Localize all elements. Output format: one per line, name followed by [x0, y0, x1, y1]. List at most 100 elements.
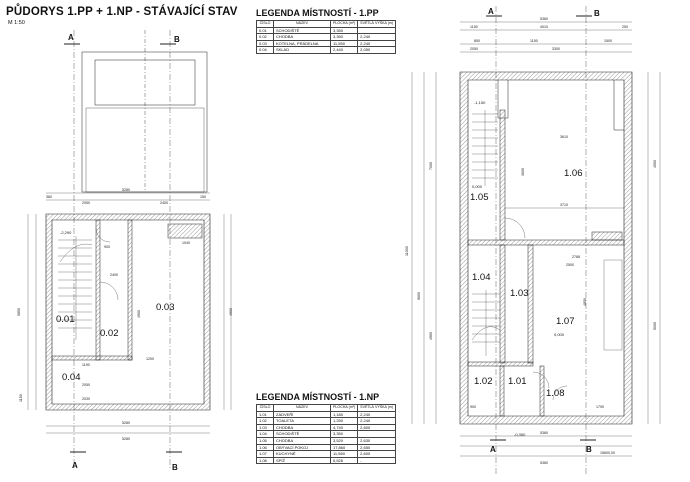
pp-stair	[58, 236, 93, 340]
plan-1np	[411, 6, 661, 476]
dim-pp-2050-b: 2050	[82, 383, 90, 387]
room-label-108: 1.08	[546, 388, 565, 399]
dim-np-3710: 3710	[560, 203, 568, 207]
level-pp: -2,290	[60, 230, 72, 235]
cell-area: 2,440	[329, 46, 359, 54]
dim-np-250: 250	[622, 25, 628, 29]
dim-pp-1040: 1040	[182, 241, 190, 245]
dim-np-bottom-2: 5360	[540, 461, 548, 465]
cell-area: 3,350	[329, 430, 359, 438]
section-mark-b-top-left: B	[174, 35, 180, 44]
cell-height: 2,630	[357, 436, 397, 445]
legend-1np: LEGENDA MÍSTNOSTÍ - 1.NP ČÍSLO NÁZEV PLO…	[256, 392, 397, 465]
dim-np-5000: 5000	[653, 322, 657, 330]
cell-num: 1.05	[256, 436, 274, 445]
cell-height	[357, 26, 397, 35]
dim-pp-900: 900	[104, 245, 110, 249]
dim-np-4965: 4965	[429, 332, 433, 340]
cell-area: 4,740	[329, 423, 359, 432]
cell-name: OBÝVACÍ POKOJ	[273, 443, 331, 452]
level-np-107: 0,000	[554, 332, 565, 337]
table-row: 0.02 CHODBA 3,350 2,240	[256, 33, 397, 41]
dim-pp-bottom: 5280	[122, 421, 130, 425]
room-label-002: 0.02	[100, 328, 119, 339]
cell-num: 0.03	[256, 39, 274, 48]
np-counter	[603, 259, 623, 351]
dim-np-3600: 3600	[521, 168, 525, 176]
np-wall-v2	[499, 244, 506, 364]
pp-upper-outline	[81, 51, 208, 193]
cell-area: 1,250	[329, 417, 359, 425]
level-np-entry: -0,350	[514, 432, 526, 437]
table-row: 1.07 KUCHYNĚ 11,560 2,600	[256, 450, 397, 458]
room-label-104: 1.04	[472, 272, 491, 283]
pp-boiler-block	[167, 223, 203, 239]
cell-area: 3,350	[329, 26, 359, 35]
dim-pp-2050: 2050	[82, 201, 90, 205]
np-wall-h2	[467, 361, 534, 367]
np-wall-h1	[467, 239, 625, 246]
legend-1pp-title: LEGENDA MÍSTNOSTÍ - 1.PP	[256, 8, 379, 18]
legend-1pp-header-row: ČÍSLO NÁZEV PLOCHA (m²) SVĚTLÁ VÝŠKA (m)	[256, 20, 397, 28]
legend-1pp: LEGENDA MÍSTNOSTÍ - 1.PP ČÍSLO NÁZEV PLO…	[256, 8, 397, 54]
dim-np-2500: 2500	[566, 263, 574, 267]
drawing-title: PŮDORYS 1.PP + 1.NP - STÁVAJÍCÍ STAV	[6, 6, 238, 18]
cell-height: 2,240	[357, 33, 397, 41]
cell-height: 2,240	[357, 39, 397, 48]
cell-num: 1.01	[256, 410, 274, 419]
np-wall-v3	[499, 365, 505, 417]
cell-area: 3,350	[329, 33, 359, 41]
room-label-107: 1.07	[556, 316, 575, 327]
pp-outer-walls	[45, 213, 211, 411]
pp-wall-1	[95, 219, 101, 361]
cell-name: KUCHYNĚ	[273, 450, 331, 458]
section-mark-a-bottom-left: A	[72, 461, 78, 470]
dim-pp-overall-top: 5280	[122, 188, 130, 192]
col-nazev: NÁZEV	[273, 20, 331, 28]
table-row: 1.06 OBÝVACÍ POKOJ 17,860 2,650	[256, 443, 397, 452]
dim-np-15600: 15600,00	[600, 451, 615, 455]
cell-name: SCHODIŠTĚ	[273, 430, 331, 438]
room-label-105: 1.05	[470, 192, 489, 203]
level-np-105: 0,000	[472, 184, 483, 189]
cell-name: KOTELNA, PRÁDELNA	[273, 39, 331, 48]
np-wall-v5	[499, 109, 506, 241]
table-row: 1.08 SPÍŽ 0,526 -	[256, 456, 397, 465]
col-plocha: PLOCHA (m²)	[329, 404, 359, 412]
legend-1pp-table: ČÍSLO NÁZEV PLOCHA (m²) SVĚTLÁ VÝŠKA (m)…	[256, 20, 397, 54]
col-plocha: PLOCHA (m²)	[329, 20, 359, 28]
room-label-001: 0.01	[56, 314, 75, 325]
dim-np-1790: 1790	[596, 405, 604, 409]
cell-name: SKLAD	[273, 46, 331, 54]
col-vyska: SVĚTLÁ VÝŠKA (m)	[357, 20, 397, 28]
col-cislo: ČÍSLO	[256, 20, 274, 28]
dim-np-9600: 9600	[417, 292, 421, 300]
cell-num: 0.04	[256, 46, 274, 54]
cell-num: 0.01	[256, 26, 274, 35]
np-outer-walls	[459, 71, 633, 425]
dim-np-1500: 1500	[604, 39, 612, 43]
np-door-swing-1	[504, 217, 526, 239]
cell-height: 2,240	[357, 417, 397, 425]
cell-name: CHODBA	[273, 423, 331, 432]
cell-area: 11,560	[329, 450, 359, 458]
cell-height: 2,240	[357, 410, 397, 419]
cell-name: TOALETA	[273, 417, 331, 425]
dim-np-7000: 7000	[429, 162, 433, 170]
cell-height	[357, 430, 397, 438]
room-label-003: 0.03	[156, 302, 175, 313]
dim-pp-1150: 1150	[19, 394, 23, 402]
dim-pp-4900-in: 4900	[137, 310, 141, 318]
dim-np-2050: 2050	[470, 47, 478, 51]
room-label-004: 0.04	[62, 372, 81, 383]
pp-wall-2	[127, 219, 133, 361]
dim-np-4010: 4010	[540, 25, 548, 29]
cell-num: 1.02	[256, 417, 274, 425]
cell-area: 17,860	[329, 443, 359, 452]
dim-pp-1190: 1190	[82, 363, 90, 367]
cell-name: CHODBA	[273, 33, 331, 41]
cell-num: 1.03	[256, 423, 274, 432]
dim-np-overall-top: 5360	[540, 17, 548, 21]
dim-np-850: 850	[474, 39, 480, 43]
